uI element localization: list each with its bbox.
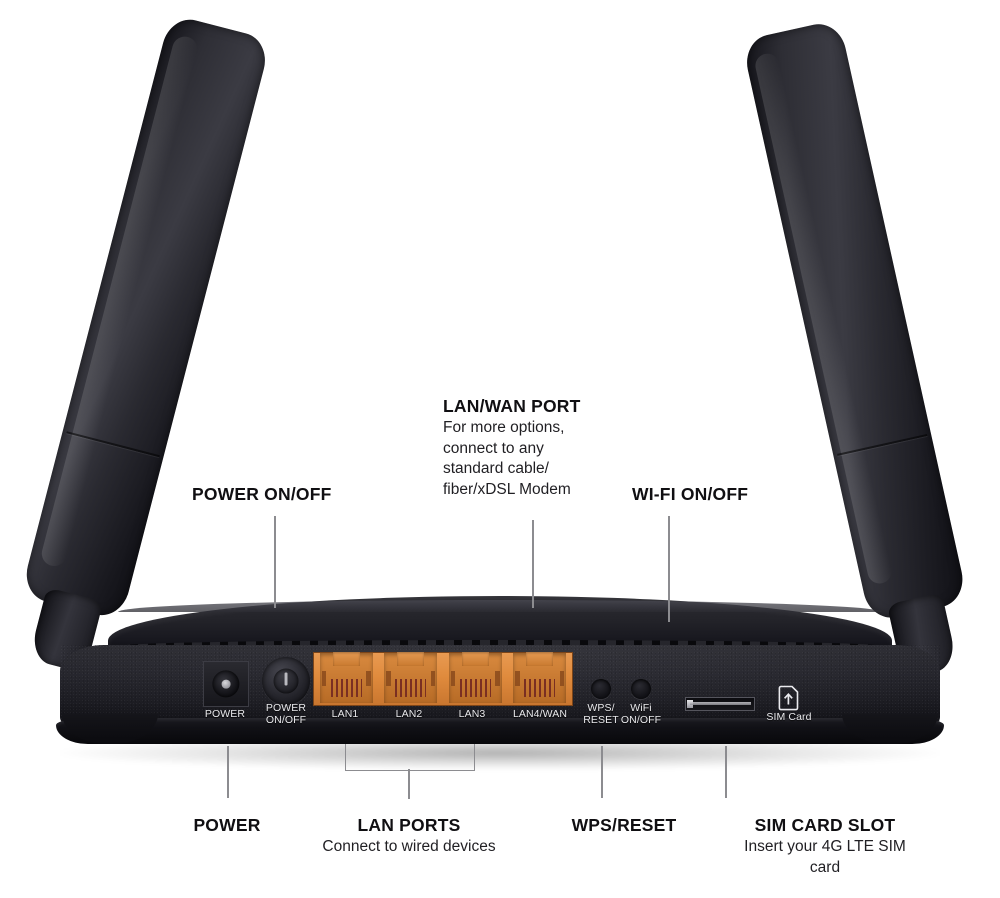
router-base-lip: [56, 718, 944, 744]
lan-port-4-notch-right: [559, 670, 565, 687]
router-top-shell-edge-highlight: [118, 600, 882, 612]
lan-ports-bracket: [345, 744, 475, 771]
antenna-right-body: [741, 19, 969, 623]
sim-card-slot[interactable]: [685, 697, 755, 711]
antenna-left-gloss: [39, 33, 200, 569]
callout-sim-card-slot: SIM CARD SLOT Insert your 4G LTE SIM car…: [738, 815, 913, 878]
callout-wifi-on-off: WI-FI ON/OFF: [632, 484, 748, 504]
lan-port-4-contacts: [524, 679, 556, 697]
lan-port-1-notch-right: [366, 670, 371, 687]
sim-card-icon: [778, 685, 800, 711]
lan-port-1-contacts: [330, 679, 362, 697]
callout-power-title: POWER: [193, 815, 261, 835]
callout-power-on-off-title: POWER ON/OFF: [192, 484, 332, 504]
wps-reset-button[interactable]: [591, 679, 611, 699]
leader-power: [227, 746, 229, 798]
leader-lan-wan-port: [532, 520, 534, 608]
leader-lan-ports: [408, 769, 410, 799]
callout-power: POWER: [193, 815, 260, 835]
callout-lan-wan-port-title: LAN/WAN PORT: [443, 396, 581, 416]
callout-lan-wan-port: LAN/WAN PORT For more options, connect t…: [443, 396, 581, 501]
panel-label-wifi-on-off: WiFi ON/OFF: [620, 702, 662, 726]
wifi-on-off-button[interactable]: [631, 679, 651, 699]
lan-port-3[interactable]: [443, 652, 508, 705]
leader-sim-card-slot: [725, 746, 727, 798]
lan-port-1-notch-left: [321, 670, 327, 687]
lan-port-block: [313, 652, 573, 706]
power-switch-knob: [273, 668, 299, 694]
power-jack[interactable]: [203, 661, 249, 707]
lan-port-3-contacts: [459, 679, 491, 697]
lan-port-1-tab: [332, 652, 360, 666]
callout-lan-wan-port-desc: For more options, connect to any standar…: [443, 419, 571, 498]
panel-label-lan1: LAN1: [331, 708, 359, 720]
panel-label-lan3: LAN3: [458, 708, 486, 720]
callout-lan-ports-desc: Connect to wired devices: [322, 838, 496, 856]
lan-port-1[interactable]: [314, 652, 379, 705]
callout-wps-reset-title: WPS/RESET: [571, 815, 677, 835]
panel-label-wps-reset: WPS/ RESET: [583, 702, 619, 726]
lan-port-3-notch-right: [495, 670, 500, 687]
callout-wifi-on-off-title: WI-FI ON/OFF: [632, 484, 749, 504]
antenna-left-body: [20, 13, 272, 621]
callout-sim-card-slot-desc: Insert your 4G LTE SIM card: [744, 838, 906, 876]
power-jack-center-pin: [221, 679, 231, 689]
panel-label-lan2: LAN2: [395, 708, 423, 720]
panel-label-power: POWER: [204, 708, 246, 720]
antenna-right-gloss: [753, 51, 894, 587]
lan-port-2-tab: [397, 652, 425, 666]
panel-label-lan4-wan: LAN4/WAN: [512, 708, 568, 720]
antenna-left: [0, 10, 300, 677]
callout-wps-reset: WPS/RESET: [572, 815, 677, 835]
leader-power-on-off: [274, 516, 276, 608]
lan-port-2[interactable]: [379, 652, 444, 705]
lan-port-2-notch-left: [386, 670, 391, 687]
callout-lan-ports: LAN PORTS Connect to wired devices: [322, 815, 495, 858]
callout-lan-ports-title: LAN PORTS: [357, 815, 461, 835]
lan-port-4-notch-left: [515, 670, 520, 687]
callout-power-on-off: POWER ON/OFF: [192, 484, 331, 504]
panel-label-sim-card: SIM Card: [766, 711, 812, 723]
callout-sim-card-slot-title: SIM CARD SLOT: [754, 815, 896, 835]
sim-card-slot-rail: [690, 702, 752, 705]
lan-port-4-wan[interactable]: [508, 652, 573, 705]
power-on-off-switch[interactable]: [262, 657, 310, 705]
panel-label-power-on-off: POWER ON/OFF: [265, 702, 307, 726]
lan-port-3-tab: [461, 652, 489, 666]
lan-port-4-tab: [526, 652, 554, 666]
leader-wifi-on-off: [668, 516, 670, 622]
lan-port-2-contacts: [395, 679, 427, 697]
lan-port-2-notch-right: [430, 670, 436, 687]
lan-port-3-notch-left: [450, 670, 456, 687]
leader-wps-reset: [601, 746, 603, 798]
antenna-right: [720, 13, 1000, 679]
